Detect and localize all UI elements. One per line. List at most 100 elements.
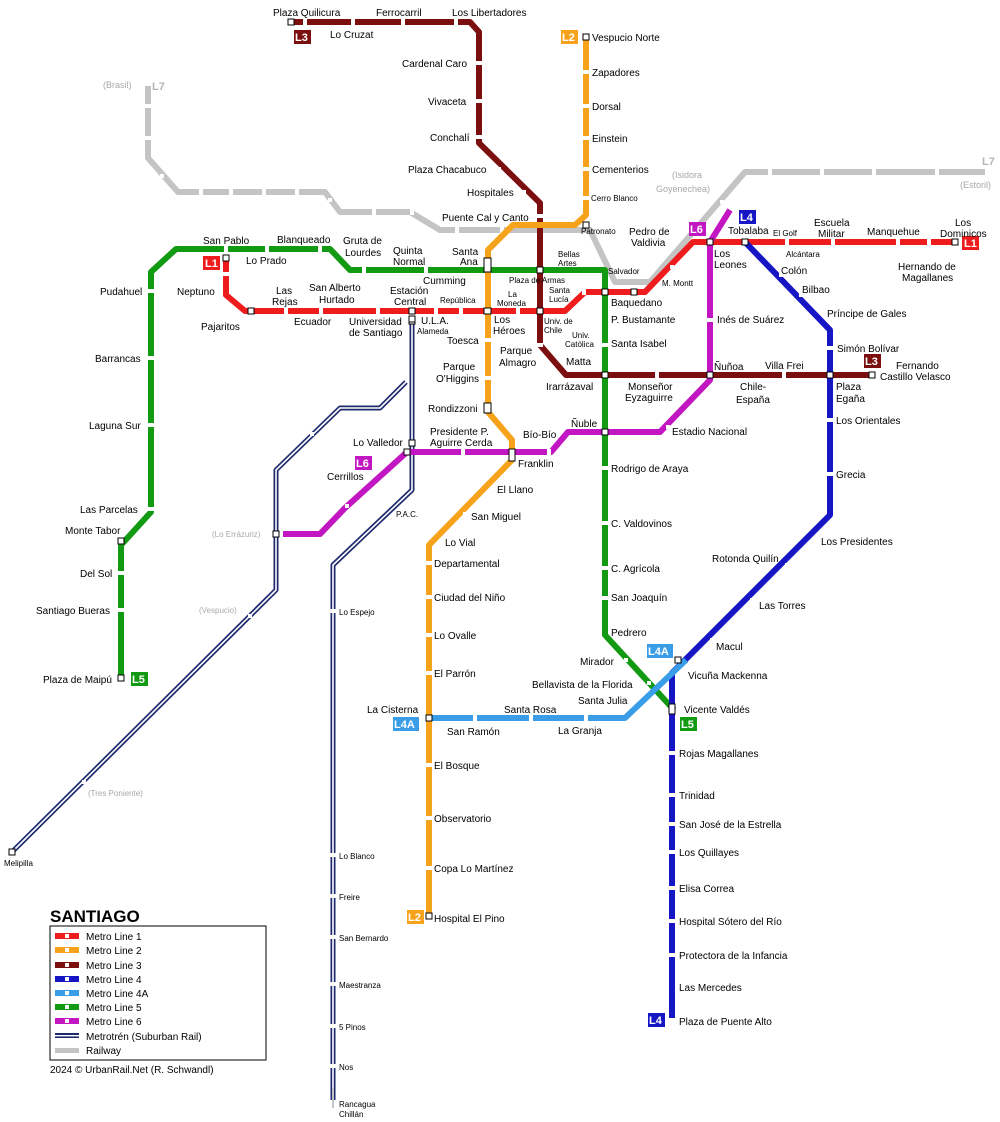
station-dot — [670, 265, 674, 269]
station-dot — [516, 308, 520, 314]
station-dot — [522, 190, 526, 194]
line-badge-l7-text: L7 — [152, 81, 165, 93]
line-badge-l5-east — [680, 717, 697, 731]
station-label: Del Sol — [80, 569, 112, 580]
station-dot — [827, 472, 833, 476]
interchange-marker — [247, 307, 255, 315]
legend-label: Metro Line 1 — [86, 932, 142, 943]
station-label: Pedro de — [629, 227, 670, 238]
station-dot — [461, 449, 465, 455]
station-label: Ciudad del Niño — [434, 593, 506, 604]
station-label: Villa Frei — [765, 361, 804, 372]
station-label: Copa Lo Martínez — [434, 864, 514, 875]
station-dot — [602, 521, 608, 525]
station-dot — [284, 308, 288, 314]
station-dot — [118, 571, 124, 575]
station-dot — [330, 1064, 336, 1068]
station-label: C. Valdovinos — [611, 519, 672, 530]
station-label: Pedrero — [611, 628, 647, 639]
station-label: Los Libertadores — [452, 8, 527, 19]
interchange-marker — [601, 371, 609, 379]
station-label: Macul — [716, 642, 743, 653]
interchange-marker — [826, 371, 834, 379]
station-dot — [583, 167, 589, 171]
station-label: Monte Tabor — [65, 526, 121, 537]
station-label: Los — [714, 249, 730, 260]
station-label: Conchalí — [430, 133, 470, 144]
interchange-marker — [403, 448, 411, 456]
station-dot — [669, 850, 675, 854]
station-label: El Bosque — [434, 761, 480, 772]
line-7-stop — [328, 198, 332, 202]
station-label: Colón — [781, 266, 807, 277]
line-badge-l4-south-text: L4 — [649, 1015, 663, 1027]
station-dot — [463, 512, 467, 516]
line-3-route — [291, 19, 872, 378]
station-label: Ana — [460, 257, 478, 268]
interchange-stations — [8, 18, 959, 920]
station-label: Santa — [549, 286, 570, 295]
line-badge-l6-west — [355, 456, 372, 470]
station-dot — [459, 308, 463, 314]
line-7-stop — [262, 189, 266, 195]
line-badge-l5-east-text: L5 — [681, 719, 694, 731]
station-label: El Llano — [497, 485, 534, 496]
line-badge-l7-east-text: L7 — [982, 156, 995, 168]
station-label: Blanqueado — [277, 235, 331, 246]
line-badge-l3-text: L3 — [295, 32, 308, 44]
station-label: Militar — [818, 229, 845, 240]
legend-swatch-metrotren-core — [55, 1035, 79, 1037]
legend-swatch-dot — [65, 977, 69, 981]
station-label: Almagro — [499, 358, 537, 369]
legend-label: Metro Line 5 — [86, 1003, 142, 1014]
station-dot — [547, 449, 551, 455]
station-dot — [318, 246, 322, 252]
station-label: Hospital Sótero del Río — [679, 917, 782, 928]
station-label: Plaza Chacabuco — [408, 165, 487, 176]
station-label: Central — [394, 297, 426, 308]
station-dot — [330, 853, 336, 857]
station-label: Lo Valledor — [353, 438, 404, 449]
station-dot — [583, 196, 589, 200]
station-dot — [669, 793, 675, 797]
station-label: Neptuno — [177, 287, 215, 298]
station-label: Lucía — [549, 295, 569, 304]
line-1-route — [223, 239, 955, 314]
station-label: 5 Pinos — [339, 1023, 366, 1032]
station-dot — [655, 372, 659, 378]
station-label: Hospital El Pino — [434, 914, 505, 925]
metrotren-melipilla-core — [11, 381, 407, 853]
station-label: Vivaceta — [428, 97, 467, 108]
station-label: P.A.C. — [396, 510, 418, 519]
station-label: Lo Cruzat — [330, 30, 374, 41]
interchange-marker — [630, 288, 638, 296]
line-badge-l2-south-text: L2 — [408, 912, 421, 924]
station-label: Departamental — [434, 559, 500, 570]
station-label: Cementerios — [592, 165, 649, 176]
station-label: Cerrillos — [327, 472, 364, 483]
line-badge-l1-east — [962, 236, 979, 250]
station-label: Bellavista de la Florida — [532, 680, 633, 691]
legend-swatch-dot — [65, 934, 69, 938]
legend-label: Metrotrén (Suburban Rail) — [86, 1032, 202, 1043]
station-label: Irarrázaval — [546, 382, 593, 393]
station-dot — [669, 919, 675, 923]
station-label: Laguna Sur — [89, 421, 141, 432]
station-label: Lo Vial — [445, 538, 475, 549]
station-dot — [669, 1018, 675, 1022]
station-label: Franklin — [518, 459, 554, 470]
interchange-marker — [483, 257, 492, 273]
station-label: Lo Ovalle — [434, 631, 477, 642]
interchange-marker — [117, 537, 125, 545]
station-label: San Pablo — [203, 236, 250, 247]
station-dot — [454, 19, 458, 25]
station-dot — [265, 246, 269, 252]
station-dot — [224, 246, 228, 252]
interchange-marker — [601, 288, 609, 296]
station-dot — [426, 671, 432, 675]
station-dot — [426, 633, 432, 637]
station-dot — [476, 61, 482, 65]
station-label: Presidente P. — [430, 427, 489, 438]
station-label: San Joaquín — [611, 593, 667, 604]
line-7-stop — [229, 189, 233, 195]
